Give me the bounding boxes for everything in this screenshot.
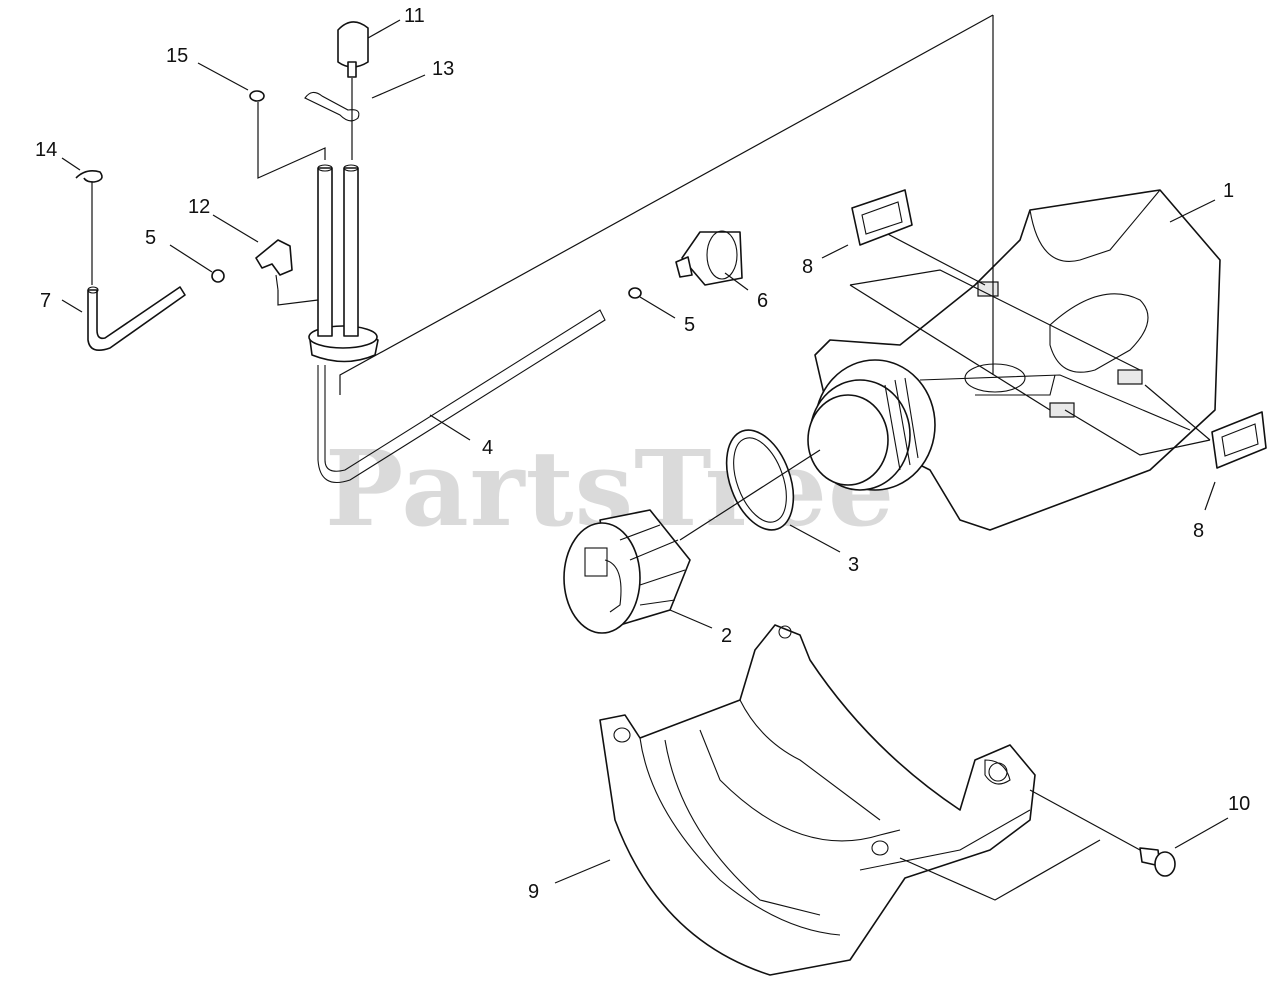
part-7-hose[interactable] [87, 286, 186, 351]
callout-5a: 5 [145, 227, 156, 249]
leader-5a [169, 244, 213, 273]
callout-8a: 8 [802, 256, 813, 278]
callout-15: 15 [166, 45, 188, 67]
callout-8b: 8 [1193, 520, 1204, 542]
callout-4: 4 [482, 437, 493, 459]
part-5-oring-left[interactable] [211, 269, 225, 283]
leader-13 [371, 74, 426, 99]
guide-line-15 [257, 102, 326, 179]
leader-6 [724, 272, 749, 291]
callout-1: 1 [1223, 180, 1234, 202]
callout-2: 2 [721, 625, 732, 647]
callout-3: 3 [848, 554, 859, 576]
part-9-tank-guard[interactable] [599, 624, 1036, 976]
guide-line-10 [899, 789, 1141, 901]
callout-14: 14 [35, 139, 57, 161]
part-10-screw[interactable] [1139, 847, 1176, 877]
leader-8b [1204, 481, 1216, 511]
guide-line-grommet-top [849, 229, 1211, 456]
leader-7 [61, 299, 83, 313]
leader-8a [821, 244, 849, 259]
guide-line-12 [277, 290, 319, 306]
leader-3 [789, 524, 841, 553]
part-13-clip[interactable] [304, 91, 360, 122]
callout-11: 11 [404, 5, 425, 27]
leader-1 [1169, 199, 1216, 223]
callout-13: 13 [432, 58, 454, 80]
fuel-pickup-grommet[interactable] [308, 164, 379, 363]
part-5-oring-right[interactable] [628, 287, 642, 299]
leader-5b [639, 296, 676, 319]
part-8-grommet-top[interactable] [851, 189, 913, 246]
leader-10 [1174, 817, 1229, 849]
leader-15 [197, 62, 249, 91]
leader-2 [669, 609, 713, 629]
leader-4 [429, 414, 471, 441]
leader-14 [61, 157, 81, 171]
part-4-fuel-line[interactable] [317, 309, 606, 484]
callout-7: 7 [40, 290, 51, 312]
callout-5b: 5 [684, 314, 695, 336]
part-14-clip[interactable] [75, 170, 103, 183]
part-12-elbow-fitting[interactable] [255, 239, 293, 291]
part-15-ring[interactable] [249, 90, 265, 102]
guide-line-hose-4 [339, 14, 994, 395]
part-6-fuel-filter[interactable] [675, 230, 743, 286]
part-1-fuel-tank[interactable] [807, 189, 1221, 531]
guide-line-cap-to-neck [679, 449, 821, 541]
part-11-primer-bulb[interactable] [337, 21, 369, 78]
leader-11 [367, 19, 401, 39]
part-8-grommet-right[interactable] [1211, 411, 1267, 469]
callout-6: 6 [757, 290, 768, 312]
leader-9 [554, 859, 611, 884]
part-2-fuel-cap[interactable] [563, 509, 691, 634]
callout-10: 10 [1228, 793, 1250, 815]
leader-12 [212, 214, 259, 243]
callout-9: 9 [528, 881, 539, 903]
callout-12: 12 [188, 196, 210, 218]
